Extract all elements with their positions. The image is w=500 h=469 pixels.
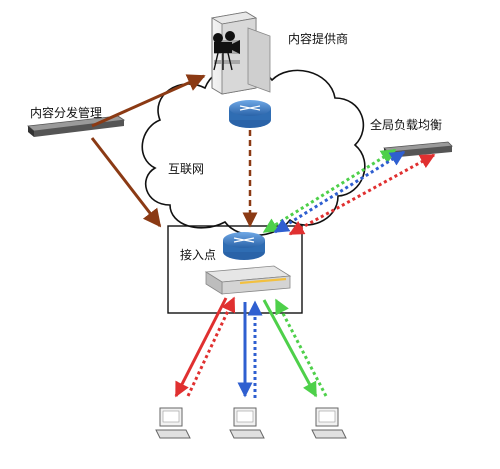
mgmt-to-access-point-arrow bbox=[90, 137, 162, 228]
cdn-management-device-icon bbox=[27, 115, 126, 137]
mgmt-to-provider-arrow bbox=[91, 74, 206, 128]
video-camera-icon bbox=[213, 31, 240, 71]
global-load-balancing-label: 全局负载均衡 bbox=[370, 118, 443, 132]
internet-label: 互联网 bbox=[168, 162, 205, 176]
client-computer-icon bbox=[229, 407, 265, 439]
client-computer-icon bbox=[311, 407, 347, 439]
edge-cache-server-icon bbox=[204, 265, 292, 295]
edge-router-icon bbox=[223, 232, 265, 260]
core-router-icon bbox=[229, 100, 271, 128]
content-distribution-mgmt-label: 内容分发管理 bbox=[30, 106, 103, 120]
content-provider-label: 内容提供商 bbox=[288, 32, 349, 46]
content-provider-server-icon bbox=[210, 11, 271, 95]
gslb-edge-arrows bbox=[262, 148, 436, 236]
client-red-arrows bbox=[174, 296, 236, 398]
client-blue-arrows bbox=[237, 300, 263, 398]
access-point-label: 接入点 bbox=[180, 248, 217, 262]
client-computer-icon bbox=[155, 407, 191, 439]
client-green-arrows bbox=[262, 298, 328, 398]
